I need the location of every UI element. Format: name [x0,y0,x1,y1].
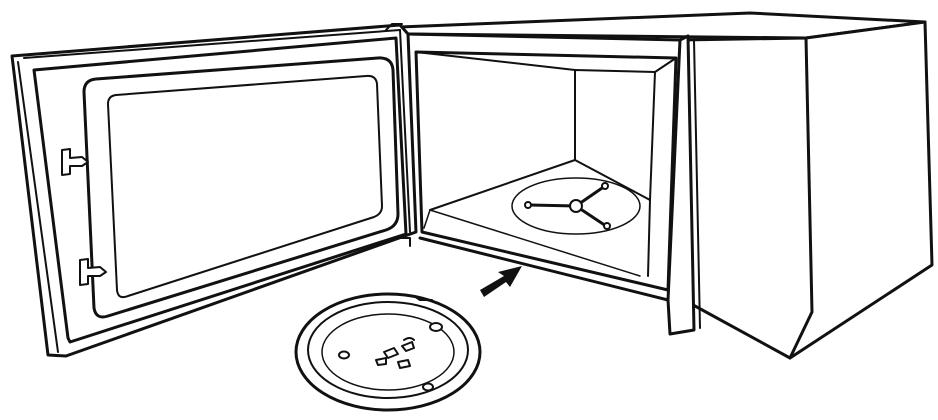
turntable-roller-support [511,177,641,235]
oven-cabinet [398,11,934,360]
oven-cavity [414,50,678,292]
door-latch-upper [61,148,89,176]
glass-turntable-tray [294,292,482,412]
insert-direction-arrow [480,266,522,297]
door-latch-lower [79,258,107,286]
door-window [82,56,400,319]
